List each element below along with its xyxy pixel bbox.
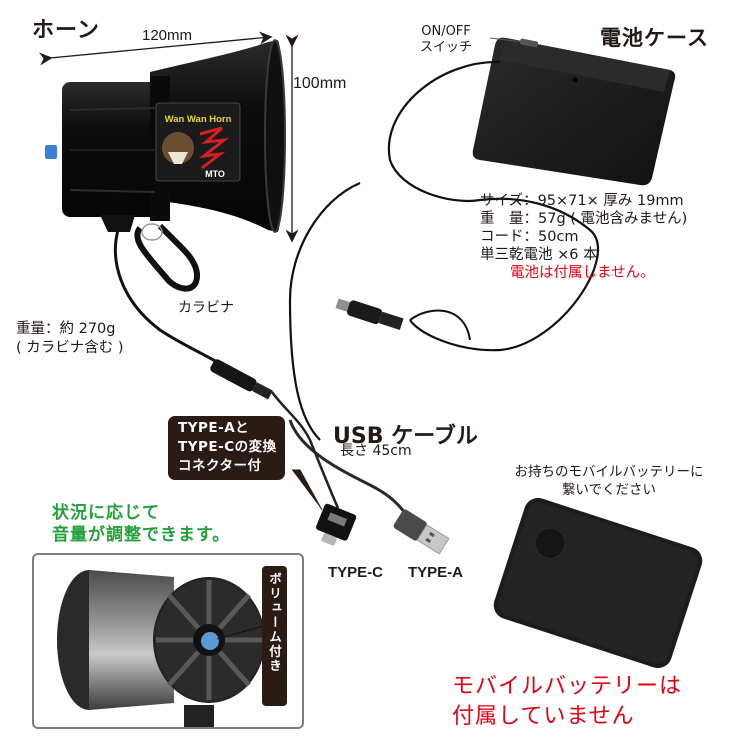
mobile-battery-instruction: お持ちのモバイルバッテリーに 繋いでください [484, 463, 734, 499]
switch-label-line1: ON/OFF [421, 24, 471, 39]
volume-headline: 状況に応じて 音量が調整できます。 [52, 502, 230, 546]
horn-speaker: Wan Wan Horn MTO [45, 39, 286, 292]
adapter-callout-line2: TYPE-Cの変換 [178, 439, 277, 455]
mobile-battery-not-included: モバイルバッテリーは 付属していません [452, 672, 682, 732]
horn-rear-view [57, 570, 268, 727]
switch-pointer-line [489, 37, 524, 43]
horn-weight: 重量：約 270g ( カラビナ含む ) [16, 320, 124, 358]
mobile-note-line2: 付属していません [452, 704, 635, 729]
dc-plug-cord [288, 181, 361, 441]
width-dimension-arrow [39, 31, 273, 66]
horn-weight-line2: ( カラビナ含む ) [16, 340, 124, 356]
battery-case-cord [387, 60, 600, 352]
spec-size: サイズ：95×71× 厚み 19mm [480, 193, 684, 209]
mobile-battery [493, 497, 703, 669]
battery-case-specs: サイズ：95×71× 厚み 19mm 重 量：57g ( 電池含みません) コー… [480, 192, 687, 282]
horn-width-dimension: 120mm [142, 27, 193, 44]
adapter-callout-line3: コネクター付 [178, 458, 262, 474]
usb-cable [288, 419, 412, 521]
horn-cable-plug [210, 359, 273, 400]
mobile-note-line1: モバイルバッテリーは [452, 674, 683, 699]
switch-label-line2: スイッチ [420, 40, 473, 55]
horn-title: ホーン [32, 18, 100, 43]
usb-type-c-adapter [316, 503, 357, 546]
type-a-label: TYPE-A [408, 564, 464, 581]
battery-case [472, 37, 676, 186]
adapter-callout-line1: TYPE-Aと [178, 420, 250, 436]
horn-weight-line1: 重量：約 270g [16, 321, 116, 337]
usb-cable-title: USB ケーブル [333, 424, 478, 449]
adapter-callout: TYPE-Aと TYPE-Cの変換 コネクター付 [168, 416, 285, 480]
type-c-label: TYPE-C [328, 564, 384, 581]
spec-weight: 重 量：57g ( 電池含みません) [480, 211, 688, 227]
switch-label: ON/OFF スイッチ [420, 24, 472, 56]
horn-height-dimension: 100mm [293, 75, 347, 92]
usb-type-a-connector [393, 509, 450, 555]
bubble-pointer [292, 469, 323, 511]
usb-cable-length: 長さ 45cm [340, 443, 412, 459]
volume-knob-label: ボリューム付き [262, 566, 287, 706]
spec-batteries: 単三乾電池 ×6 本 [480, 247, 598, 263]
battery-not-included-note: 電池は付属しません。 [510, 265, 655, 281]
dc-plug [335, 298, 404, 330]
instruction-line1: お持ちのモバイルバッテリーに [514, 464, 704, 480]
carabiner-label: カラビナ [178, 300, 234, 316]
svg-text:Wan Wan Horn: Wan Wan Horn [165, 114, 232, 125]
volume-headline-line2: 音量が調整できます。 [52, 525, 231, 545]
instruction-line2: 繋いでください [561, 482, 657, 498]
svg-text:MTO: MTO [205, 169, 225, 179]
volume-headline-line1: 状況に応じて [52, 503, 160, 523]
battery-case-title: 電池ケース [600, 26, 709, 50]
volume-inset-panel [32, 553, 304, 729]
spec-cord: コード：50cm [480, 229, 579, 245]
